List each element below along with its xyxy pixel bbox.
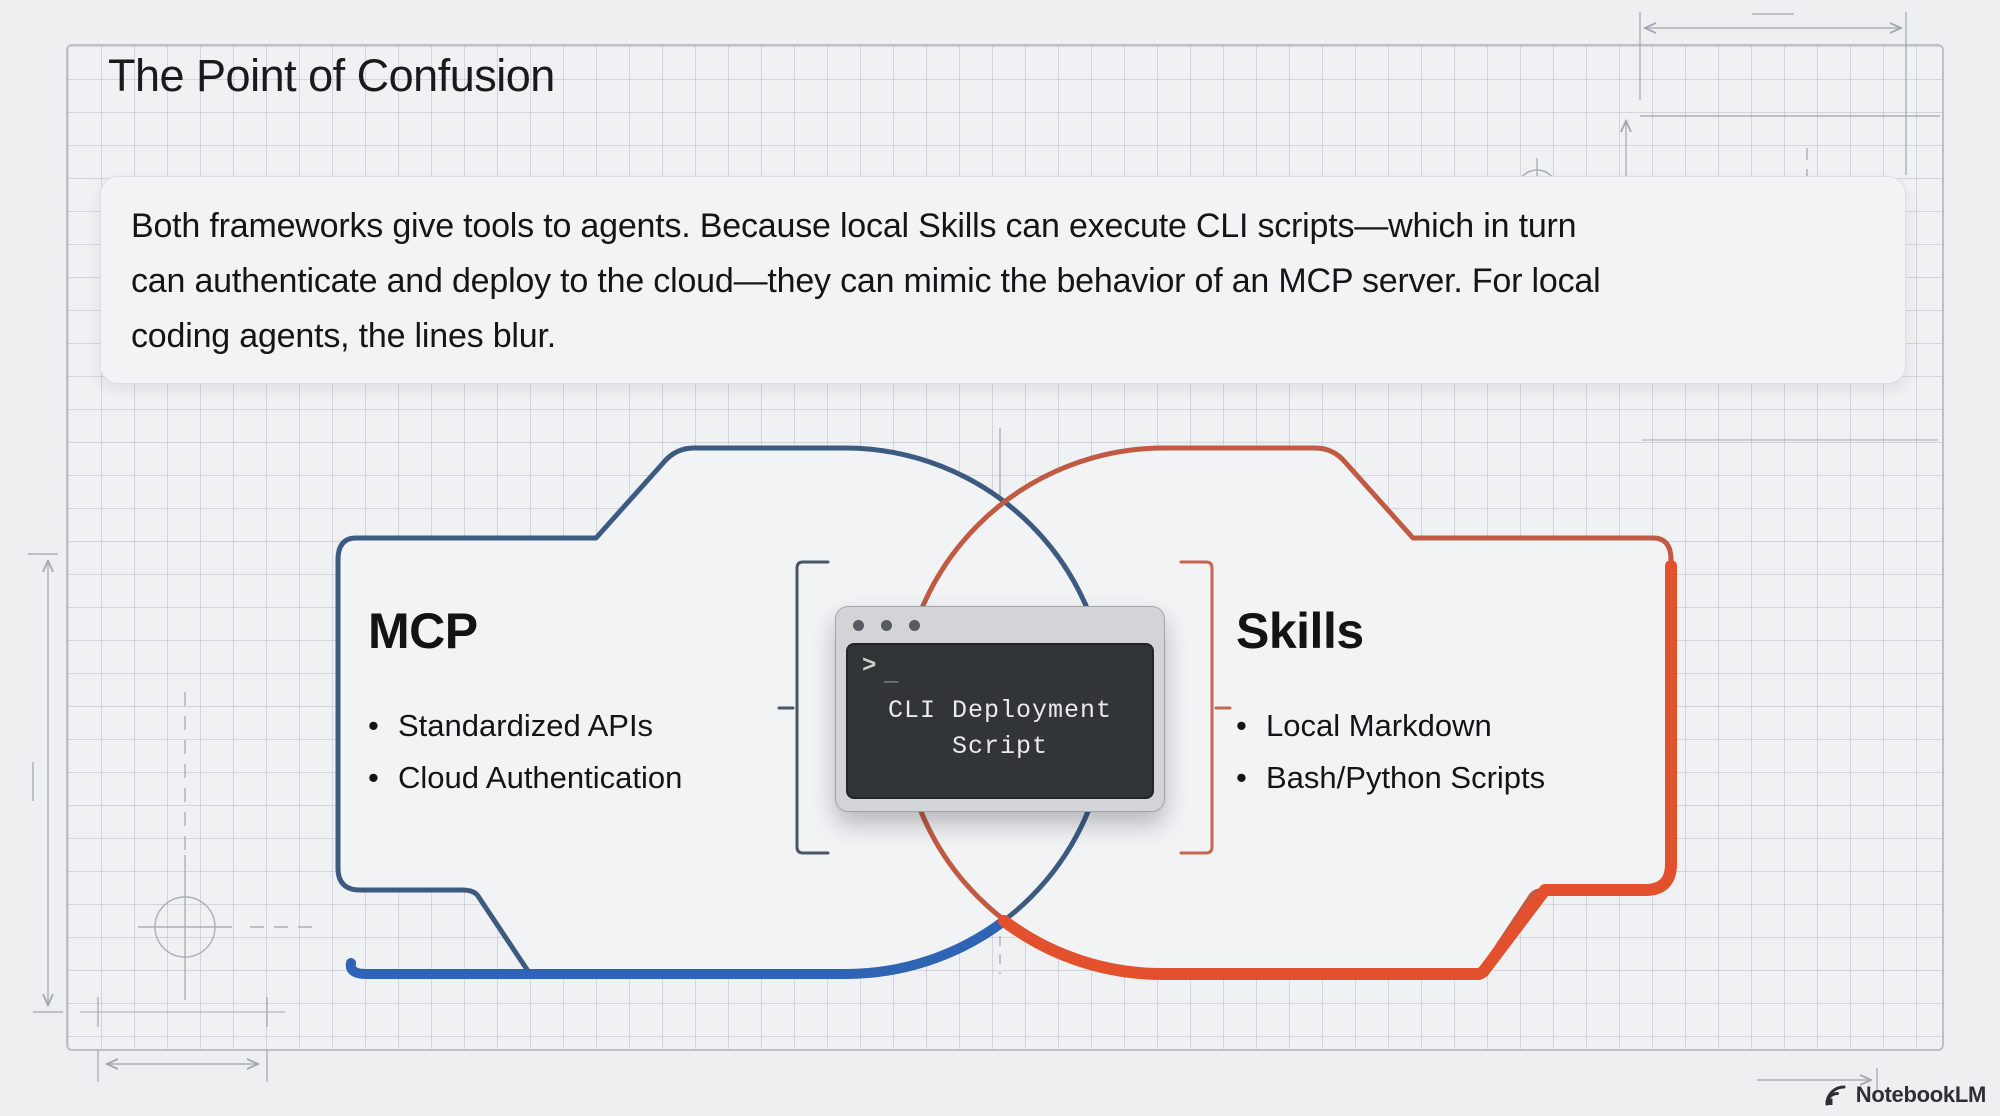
bullet-icon: • <box>368 708 379 743</box>
skills-bullet-1: •Local Markdown <box>1236 700 1545 752</box>
watermark-label: NotebookLM <box>1855 1082 1987 1107</box>
skills-shape-accent <box>998 560 1677 981</box>
terminal-titlebar <box>836 607 1164 643</box>
mcp-bullet-2: •Cloud Authentication <box>368 752 682 804</box>
skills-bullet-2: •Bash/Python Scripts <box>1236 752 1545 804</box>
intro-line-2: can authenticate and deploy to the cloud… <box>131 262 1601 300</box>
notebooklm-logo-icon <box>1825 1085 1846 1106</box>
mcp-shape-accent <box>345 916 1009 980</box>
terminal-window: > _ CLI Deployment Script <box>835 606 1165 812</box>
window-dot-icon <box>853 620 864 631</box>
bullet-icon: • <box>1236 708 1247 743</box>
terminal-prompt: > <box>862 653 877 680</box>
window-dot-icon <box>881 620 892 631</box>
notebooklm-watermark: NotebookLM <box>1824 1082 1986 1108</box>
left-bracket <box>795 560 830 855</box>
intro-text-box: Both frameworks give tools to agents. Be… <box>100 176 1906 384</box>
terminal-screen: > _ CLI Deployment Script <box>846 643 1154 799</box>
intro-line-3: coding agents, the lines blur. <box>131 317 556 355</box>
terminal-label: CLI Deployment Script <box>887 696 1113 761</box>
mcp-heading: MCP <box>368 603 478 659</box>
mcp-section: MCP •Standardized APIs •Cloud Authentica… <box>368 602 682 804</box>
mcp-shape-outline <box>335 445 1111 977</box>
mcp-shape-fill <box>338 448 1108 974</box>
skills-heading: Skills <box>1236 603 1364 659</box>
right-bracket <box>1179 560 1214 855</box>
skills-shape-fill <box>901 448 1671 974</box>
bullet-icon: • <box>368 760 379 795</box>
bullet-icon: • <box>1236 760 1247 795</box>
mcp-bullet-1: •Standardized APIs <box>368 700 682 752</box>
window-dot-icon <box>909 620 920 631</box>
skills-section: Skills •Local Markdown •Bash/Python Scri… <box>1236 602 1545 804</box>
terminal-cursor: _ <box>884 661 899 688</box>
intro-line-1: Both frameworks give tools to agents. Be… <box>131 207 1577 245</box>
page-title: The Point of Confusion <box>108 50 555 101</box>
